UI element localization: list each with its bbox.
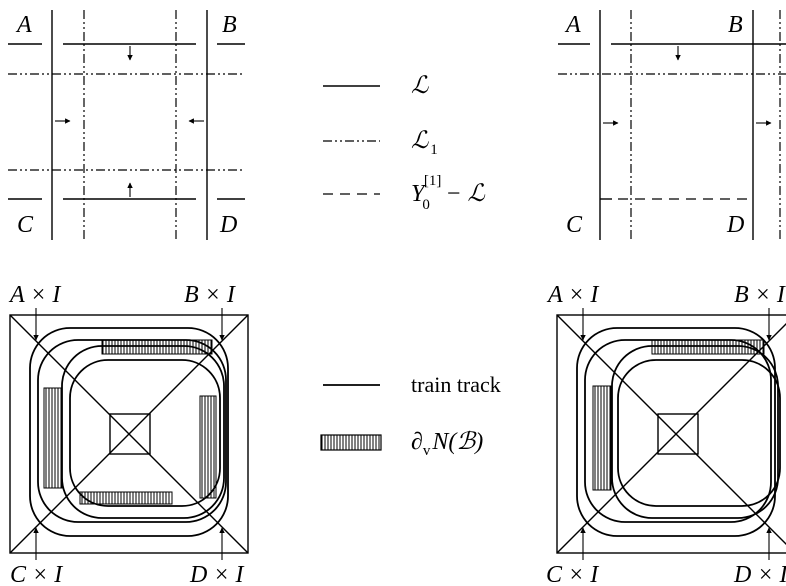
hatched-band-top	[101, 339, 213, 355]
hatched-band-right	[199, 395, 217, 499]
train-track-3	[611, 345, 779, 519]
diagonal-2	[556, 323, 786, 554]
inner-square	[109, 413, 151, 455]
outer-square	[556, 314, 786, 554]
top-left-panel: A B C D	[8, 10, 245, 240]
label-B: B	[222, 12, 237, 38]
legend-L: ℒ	[411, 73, 429, 99]
hatched-band-left	[43, 387, 63, 489]
label-AxI: A × I	[546, 282, 599, 308]
inner-square	[657, 413, 699, 455]
label-CxI: C × I	[10, 562, 63, 586]
legend-hatched-swatch	[320, 434, 382, 451]
label-C: C	[17, 212, 34, 238]
top-right-panel: A B C D	[558, 10, 786, 240]
label-AxI: A × I	[8, 282, 61, 308]
label-D: D	[726, 212, 744, 238]
train-track-inner	[617, 359, 781, 507]
legend-Y0-minus-L: Y0[1]− ℒ	[411, 173, 486, 213]
label-BxI: B × I	[184, 282, 236, 308]
legend-train-track-label: train track	[411, 372, 501, 397]
train-track-outer	[576, 327, 776, 537]
train-track-outer	[29, 327, 229, 537]
train-track-inner	[69, 359, 221, 507]
label-A: A	[15, 12, 32, 38]
legend-boundary-label: ∂vN(ℬ)	[411, 429, 483, 459]
label-BxI-cut: B × I	[734, 282, 786, 308]
label-D: D	[219, 212, 237, 238]
label-DxI: D × I	[189, 562, 245, 586]
hatched-band-left	[592, 385, 612, 491]
bottom-right-panel: A × I B × I C × I D × I	[546, 282, 786, 586]
bottom-left-panel: A × I B × I C × I D × I	[8, 282, 249, 586]
label-A: A	[564, 12, 581, 38]
label-CxI: C × I	[546, 562, 599, 586]
label-C: C	[566, 212, 583, 238]
hatched-band-top	[651, 339, 765, 355]
legend-bottom: train track ∂vN(ℬ)	[320, 372, 501, 459]
label-B: B	[728, 12, 743, 38]
hatched-band-bottom	[79, 491, 173, 505]
outer-square	[9, 314, 249, 554]
label-DxI-cut: D × I	[733, 562, 786, 586]
